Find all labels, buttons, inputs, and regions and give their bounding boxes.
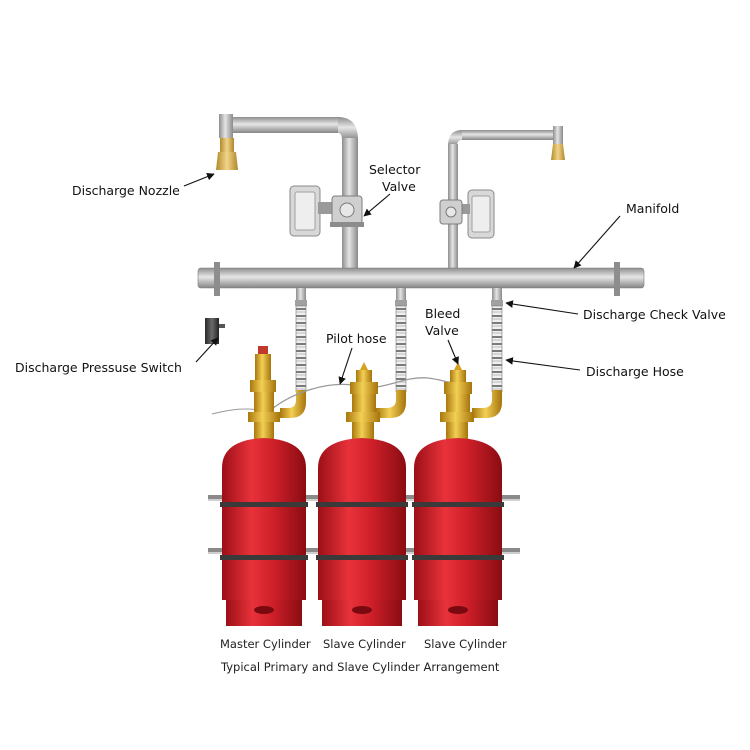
manifold-pipe <box>197 262 645 302</box>
slave-cylinder-valve-2 <box>440 362 474 440</box>
label-selector-valve-line1: Selector <box>369 162 421 177</box>
label-discharge-check-valve: Discharge Check Valve <box>583 307 726 322</box>
arrow-discharge-nozzle <box>183 172 215 187</box>
discharge-pressure-switch <box>205 318 225 344</box>
elbow-1 <box>280 390 306 418</box>
label-bleed-valve-line2: Valve <box>425 323 459 338</box>
right-discharge-nozzle <box>551 144 565 160</box>
discharge-hose-3 <box>491 300 503 393</box>
arrow-discharge-hose <box>505 357 581 371</box>
left-discharge-nozzle <box>216 138 238 170</box>
label-slave-cylinder-2: Slave Cylinder <box>424 637 507 651</box>
label-discharge-nozzle: Discharge Nozzle <box>72 183 180 198</box>
arrow-manifold <box>573 215 621 269</box>
discharge-hose-2 <box>395 300 407 393</box>
pilot-hose <box>265 377 463 415</box>
label-slave-cylinder-1: Slave Cylinder <box>323 637 406 651</box>
slave-cylinder-1 <box>316 438 408 626</box>
elbow-2 <box>376 390 406 418</box>
arrow-pilot-hose <box>338 347 353 385</box>
master-cylinder <box>220 438 308 626</box>
label-selector-valve-line2: Valve <box>382 179 416 194</box>
elbow-3 <box>472 390 502 418</box>
slave-cylinder-valve-1 <box>346 362 380 440</box>
label-bleed-valve-line1: Bleed <box>425 306 460 321</box>
discharge-hose-1 <box>295 300 307 393</box>
master-cylinder-valve <box>248 346 280 440</box>
arrow-discharge-check-valve <box>505 300 579 315</box>
diagram-caption: Typical Primary and Slave Cylinder Arran… <box>220 660 500 674</box>
left-selector-valve <box>289 185 364 237</box>
label-master-cylinder: Master Cylinder <box>220 637 311 651</box>
left-branch-pipe <box>219 114 358 268</box>
label-discharge-hose: Discharge Hose <box>586 364 684 379</box>
arrow-selector-valve <box>363 193 391 217</box>
right-branch-pipe <box>448 126 563 270</box>
arrow-pressure-switch <box>195 337 219 363</box>
label-pilot-hose: Pilot hose <box>326 331 387 346</box>
arrow-bleed-valve <box>447 339 459 365</box>
slave-cylinder-2 <box>412 438 504 626</box>
label-discharge-pressure-switch: Discharge Pressuse Switch <box>15 360 182 375</box>
right-selector-valve <box>439 189 495 239</box>
label-manifold: Manifold <box>626 201 679 216</box>
